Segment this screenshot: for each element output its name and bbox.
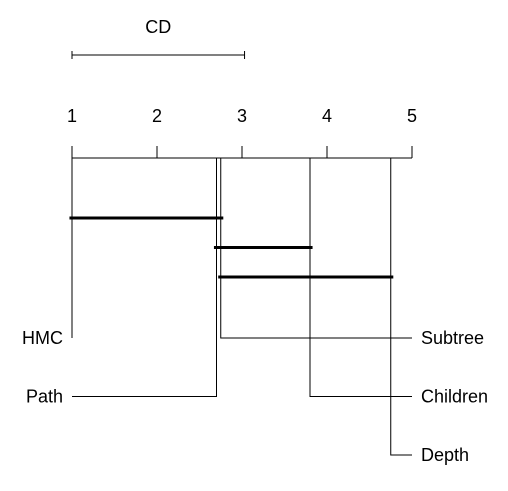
method-label-children: Children: [421, 387, 488, 407]
cd-label: CD: [145, 17, 171, 37]
method-label-hmc: HMC: [22, 328, 63, 348]
cd-scale: CD: [71, 17, 246, 59]
axis-tick-label: 2: [152, 106, 162, 126]
method-line-depth: [390, 158, 412, 456]
axis-tick-label: 3: [237, 106, 247, 126]
method-line-subtree: [220, 158, 412, 339]
method-line-path: [72, 158, 217, 397]
method-label-subtree: Subtree: [421, 328, 484, 348]
method-label-path: Path: [26, 387, 63, 407]
clique-bars: [69, 216, 394, 279]
axis-tick-label: 4: [322, 106, 332, 126]
method-line-children: [309, 158, 412, 397]
axis-tick-label: 1: [67, 106, 77, 126]
axis-tick-label: 5: [407, 106, 417, 126]
method-label-depth: Depth: [421, 445, 469, 465]
rank-axis: 1 2 3 4 5: [67, 106, 417, 159]
